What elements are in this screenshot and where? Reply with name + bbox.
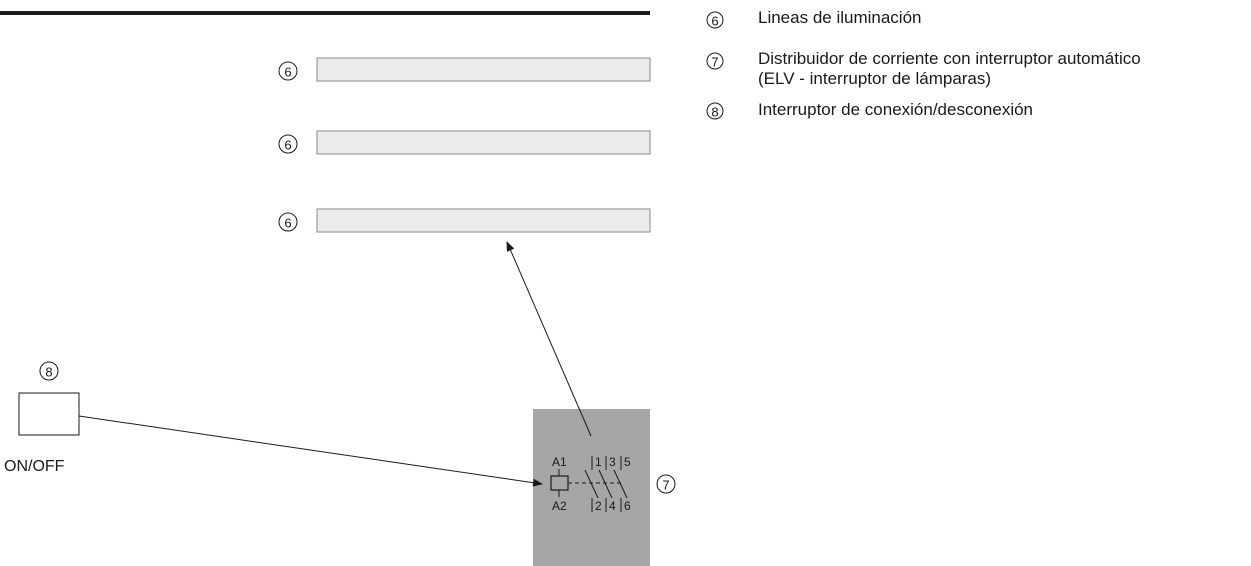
legend-text: Distribuidor de corriente con interrupto… [758,49,1141,68]
light-line-number: 6 [284,216,291,231]
legend-item-8: 8 Interruptor de conexión/desconexión [706,100,1033,120]
light-line-number: 6 [284,65,291,80]
contact-1-blade [584,469,599,499]
terminal-4: 4 [609,499,616,513]
distributor-to-lights-arrow [506,241,592,437]
light-line-bar [316,208,651,233]
terminal-5: 5 [624,455,631,469]
light-line-bar [316,130,651,155]
terminal-a2: A2 [552,499,567,513]
terminal-2: 2 [595,499,602,513]
number-circle-icon [706,11,724,29]
number-circle-icon [656,474,676,494]
distributor-box [533,409,650,566]
number-circle-icon [39,361,59,381]
number-circle-icon [278,134,298,154]
switch-to-distributor-arrow [78,415,543,487]
light-line-3: 6 [278,208,651,233]
light-line-bar [316,57,651,82]
switch-number: 8 [45,365,52,380]
number-circle-icon [278,212,298,232]
distributor-number: 7 [662,478,669,493]
number-circle-icon [278,61,298,81]
light-line-2: 6 [278,130,651,155]
legend-number: 8 [711,105,718,120]
switch-label: ON/OFF [4,458,65,475]
legend-text: Interruptor de conexión/desconexión [758,100,1033,119]
legend-text-continued: (ELV - interruptor de lámparas) [758,69,991,88]
light-line-1: 6 [278,57,651,82]
contact-3-blade [613,469,628,499]
contact-2-blade [598,469,613,499]
legend: 6 Lineas de iluminación 7 Distribuidor d… [706,8,1141,120]
power-distributor: A1 A2 1 3 5 2 4 6 7 [533,409,676,566]
legend-item-6: 6 Lineas de iluminación [706,8,922,29]
onoff-switch: 8 ON/OFF [4,361,80,475]
light-line-number: 6 [284,138,291,153]
legend-text: Lineas de iluminación [758,8,922,27]
legend-number: 7 [711,55,718,70]
terminal-1: 1 [595,455,602,469]
switch-box [18,392,80,436]
terminal-a1: A1 [552,455,567,469]
legend-item-7: 7 Distribuidor de corriente con interrup… [706,49,1141,88]
terminal-3: 3 [609,455,616,469]
terminal-6: 6 [624,499,631,513]
legend-number: 6 [711,14,718,29]
number-circle-icon [706,52,724,70]
number-circle-icon [706,102,724,120]
